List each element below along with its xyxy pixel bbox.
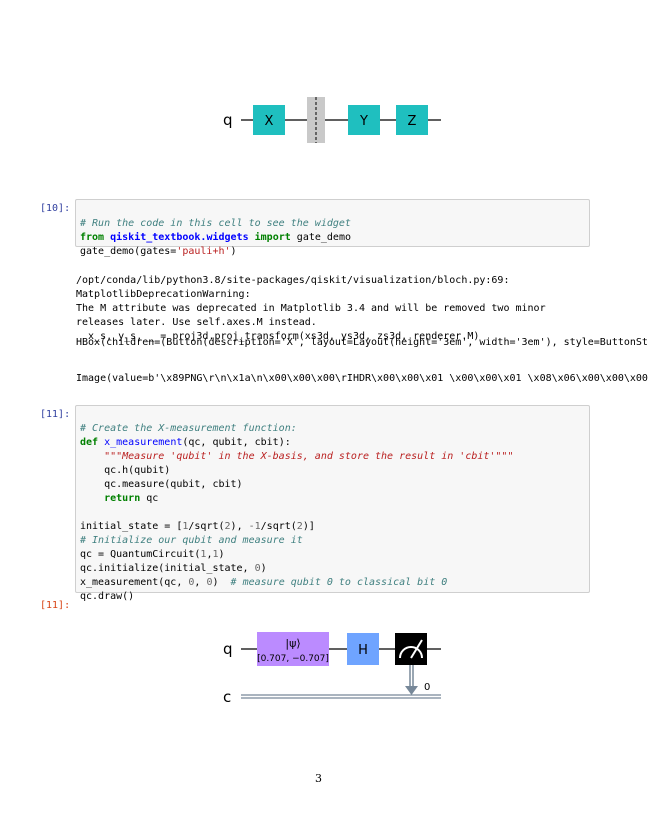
meter-needle: [410, 639, 423, 659]
code-text: ): [260, 563, 267, 574]
cell-prompt-in-10: [10]:: [40, 203, 71, 214]
code-text: /sqrt(: [188, 521, 225, 532]
keyword-import: import: [254, 232, 291, 243]
warning-line: The M attribute was deprecated in Matplo…: [76, 303, 546, 314]
module-name: qiskit_textbook.widgets: [110, 232, 249, 243]
code-text: qc.initialize(initial_state,: [80, 563, 255, 574]
number-literal: 2: [224, 521, 231, 532]
classical-label: c: [223, 688, 231, 706]
code-text: ,: [206, 549, 213, 560]
code-text: initial_state = [: [80, 521, 183, 532]
code-text: ,: [194, 577, 207, 588]
y-gate-label: Y: [359, 114, 368, 129]
circuit-diagram-x-measurement: q c |ψ⟩ [0.707, −0.707] H 0: [223, 632, 441, 706]
z-gate-label: Z: [408, 114, 417, 129]
keyword-def: def: [80, 437, 99, 448]
warning-output: /opt/conda/lib/python3.8/site-packages/q…: [76, 260, 546, 344]
measure-gate: [395, 633, 427, 665]
y-gate: [348, 105, 380, 135]
code-text: /sqrt(: [260, 521, 297, 532]
code-text: )]: [302, 521, 315, 532]
code-comment: # Create the X-measurement function:: [80, 423, 297, 434]
code-text: ): [212, 577, 231, 588]
cell-prompt-out-11: [11]:: [40, 600, 71, 611]
keyword-from: from: [80, 232, 105, 243]
measure-arrow: [405, 686, 418, 695]
warning-line: /opt/conda/lib/python3.8/site-packages/q…: [76, 275, 510, 286]
number-literal: -1: [248, 521, 261, 532]
number-literal: 1: [200, 549, 207, 560]
number-literal: 2: [296, 521, 303, 532]
page-number: 3: [315, 772, 322, 785]
warning-line: x_s, y_s, _ = proj3d.proj_transform(xs3d…: [76, 331, 480, 342]
qubit-label: q: [223, 640, 233, 658]
cell-prompt-in-11: [11]:: [40, 409, 71, 420]
code-text: x_measurement(qc,: [80, 577, 189, 588]
code-text: ): [218, 549, 225, 560]
code-cell-11[interactable]: # Create the X-measurement function: def…: [75, 405, 590, 602]
code-text: qc.h(qubit): [80, 465, 171, 476]
z-gate: [396, 105, 428, 135]
x-gate: [253, 105, 285, 135]
number-literal: 1: [182, 521, 189, 532]
qubit-label: q: [223, 111, 233, 129]
docstring: """Measure 'qubit' in the X-basis, and s…: [80, 451, 514, 462]
number-literal: 0: [188, 577, 195, 588]
code-cell-10[interactable]: # Run the code in this cell to see the w…: [75, 199, 590, 257]
code-text: qc: [140, 493, 159, 504]
number-literal: 0: [206, 577, 213, 588]
imported-name: gate_demo: [296, 232, 351, 243]
h-gate-label: H: [358, 643, 368, 658]
code-comment: # measure qubit 0 to classical bit 0: [230, 577, 448, 588]
string-literal: 'pauli+h': [176, 246, 231, 257]
x-gate-label: X: [265, 114, 274, 129]
image-output: Image(value=b'\x89PNG\r\n\x1a\n\x00\x00\…: [76, 373, 648, 384]
code-text: qc.draw(): [80, 591, 135, 602]
classical-bit-index: 0: [424, 682, 430, 693]
circuit-diagram-pauli: q X Y Z: [223, 97, 441, 143]
code-text: qc.measure(qubit, cbit): [80, 479, 243, 490]
code-comment: # Run the code in this cell to see the w…: [80, 218, 351, 229]
code-text: qc = QuantumCircuit(: [80, 549, 201, 560]
code-comment: # Initialize our qubit and measure it: [80, 535, 303, 546]
function-name: x_measurement: [104, 437, 183, 448]
number-literal: 1: [212, 549, 219, 560]
number-literal: 0: [254, 563, 261, 574]
code-text: ),: [230, 521, 249, 532]
meter-icon: [399, 646, 423, 659]
h-gate: [347, 633, 379, 665]
call-close: ): [230, 246, 237, 257]
keyword-return: return: [104, 493, 141, 504]
initialize-gate-params: [0.707, −0.707]: [257, 654, 329, 664]
hbox-output: HBox(children=(Button(description='X', l…: [76, 337, 648, 348]
warning-line: releases later. Use self.axes.M instead.: [76, 317, 317, 328]
code-text: (qc, qubit, cbit):: [182, 437, 291, 448]
call-text: gate_demo(gates=: [80, 246, 177, 257]
initialize-gate-label: |ψ⟩: [285, 637, 300, 650]
warning-line: MatplotlibDeprecationWarning:: [76, 289, 251, 300]
initialize-gate: [257, 632, 329, 666]
